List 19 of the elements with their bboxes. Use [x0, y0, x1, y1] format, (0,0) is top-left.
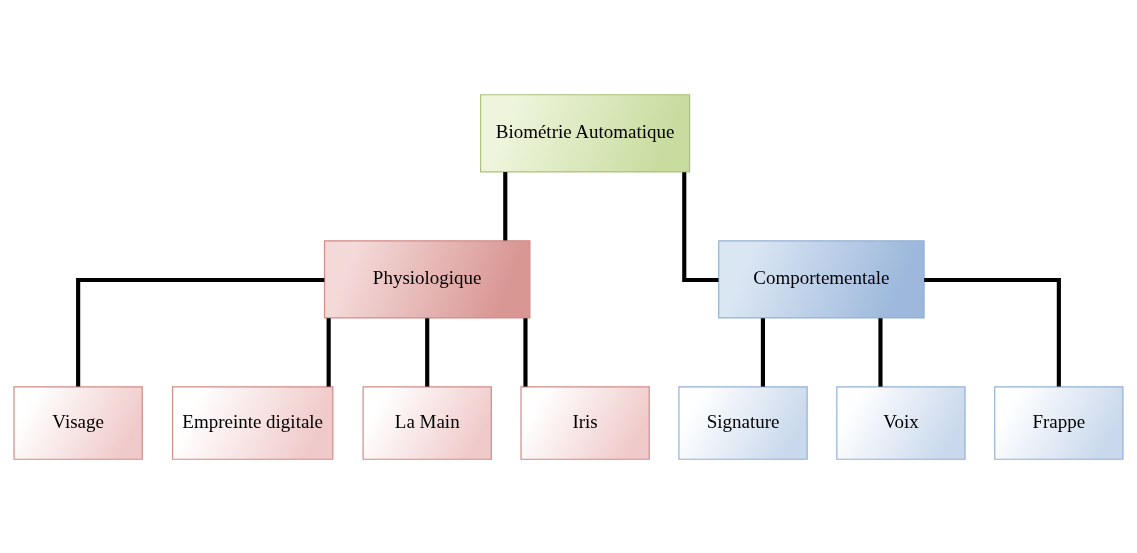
node-box: Visage	[13, 385, 143, 460]
node-box: Biométrie Automatique	[480, 93, 691, 172]
node-box: Comportementale	[718, 239, 925, 319]
connector	[425, 317, 430, 387]
node-box: Iris	[520, 385, 650, 460]
node-box: Frappe	[994, 385, 1124, 460]
connector	[523, 317, 528, 387]
connector	[76, 277, 325, 387]
node-box: La Main	[362, 385, 492, 460]
node-box: Voix	[836, 385, 966, 460]
node-box: Empreinte digitale	[171, 385, 334, 460]
connector	[924, 277, 1061, 387]
connector	[682, 171, 719, 282]
connector	[503, 171, 508, 240]
connector	[326, 317, 331, 387]
connector	[878, 317, 883, 387]
connector	[760, 317, 765, 387]
node-box: Physiologique	[323, 239, 531, 319]
node-box: Signature	[678, 385, 808, 460]
